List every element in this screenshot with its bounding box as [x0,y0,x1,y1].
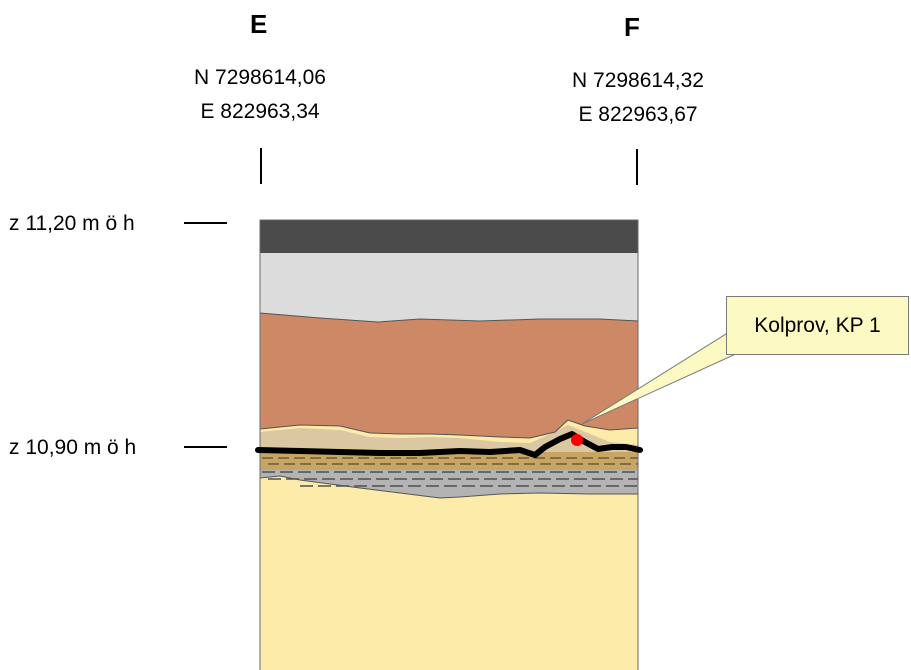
elevation-lower-label: z 10,90 m ö h [9,436,137,459]
sample-marker [571,434,583,446]
charcoal-layer-line [255,431,643,458]
point-f-east: E 822963,67 [578,103,698,126]
layer-asphalt [260,220,638,253]
elevation-top-label: z 11,20 m ö h [9,212,135,235]
layer-outlines [260,312,638,499]
section-outline [259,219,639,670]
point-e-east: E 822963,34 [200,100,320,123]
point-f-north: N 7298614,32 [572,69,704,92]
layer-grey [260,253,638,322]
grey-hatching [262,471,638,487]
sample-callout: Kolprov, KP 1 [726,296,909,355]
point-e-north: N 7298614,06 [194,66,326,89]
layer-brown [260,313,638,438]
point-f-label: F [624,12,640,42]
point-e-label: E [250,9,268,39]
sand-hatching [262,457,638,465]
